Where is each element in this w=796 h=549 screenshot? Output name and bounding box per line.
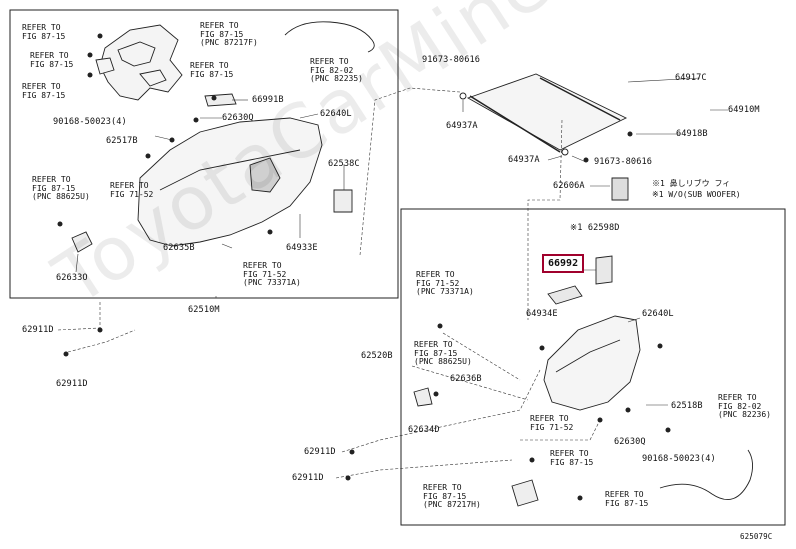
refer-to-fig-71-52-pnc-73371a: REFER TO FIG 71-52 (PNC 73371A) (243, 261, 301, 288)
part-91673-80616[interactable]: 91673-80616 (422, 55, 481, 65)
part-62538c[interactable]: 62538C (328, 159, 360, 169)
part-64937a[interactable]: 64937A (508, 155, 540, 165)
part-62911d[interactable]: 62911D (56, 379, 88, 389)
part-62634d[interactable]: 62634D (408, 425, 440, 435)
part-62640l[interactable]: 62640L (320, 109, 352, 119)
refer-to-fig-87-15: REFER TO FIG 87-15 (22, 23, 66, 41)
left-wire-drawing (284, 21, 375, 53)
side-trim-panel-drawing (71, 93, 353, 253)
fastener-dots (57, 33, 671, 501)
part-64933e[interactable]: 64933E (286, 243, 318, 253)
refer-to-fig-87-15: REFER TO FIG 87-15 (22, 82, 66, 100)
part-64934e[interactable]: 64934E (526, 309, 558, 319)
note-1-without-sub-woofer: ※1 W/O(SUB WOOFER) (652, 190, 741, 199)
refer-to-fig-71-52-pnc-73371a: REFER TO FIG 71-52 (PNC 73371A) (416, 270, 474, 297)
part-62911d[interactable]: 62911D (304, 447, 336, 457)
refer-to-fig-87-15: REFER TO FIG 87-15 (550, 449, 594, 467)
refer-to-fig-87-15-pnc-88625u: REFER TO FIG 87-15 (PNC 88625U) (414, 340, 472, 367)
right-assembly-frame (400, 208, 786, 526)
tonneau-cover-drawing (459, 73, 629, 201)
part-90168-50023[interactable]: 90168-50023(4) (53, 117, 127, 127)
refer-to-fig-87-15-pnc-87217h: REFER TO FIG 87-15 (PNC 87217H) (423, 483, 481, 510)
part-62606a[interactable]: 62606A (553, 181, 585, 191)
right-trim-panel-drawing (413, 255, 641, 507)
part-64917c[interactable]: 64917C (675, 73, 707, 83)
refer-to-fig-87-15: REFER TO FIG 87-15 (190, 61, 234, 79)
refer-to-fig-87-15: REFER TO FIG 87-15 (605, 490, 649, 508)
diagram-id: 625079C (740, 532, 773, 541)
part-62640l[interactable]: 62640L (642, 309, 674, 319)
part-90168-50023[interactable]: 90168-50023(4) (642, 454, 716, 464)
refer-to-fig-82-02-pnc-82235: REFER TO FIG 82-02 (PNC 82235) (310, 57, 363, 84)
dashed-connectors (57, 87, 601, 479)
part-64918b[interactable]: 64918B (676, 129, 708, 139)
refer-to-fig-87-15-pnc-87217f: REFER TO FIG 87-15 (PNC 87217F) (200, 21, 258, 48)
refer-to-fig-87-15-pnc-88625u: REFER TO FIG 87-15 (PNC 88625U) (32, 175, 90, 202)
part-62911d[interactable]: 62911D (22, 325, 54, 335)
refer-to-fig-71-52: REFER TO FIG 71-52 (530, 414, 574, 432)
part-64937a[interactable]: 64937A (446, 121, 478, 131)
part-62518b[interactable]: 62518B (671, 401, 703, 411)
part-62510m[interactable]: 62510M (188, 305, 220, 315)
refer-to-fig-82-02-pnc-82236: REFER TO FIG 82-02 (PNC 82236) (718, 393, 771, 420)
upper-bracket-drawing (95, 24, 183, 101)
leader-lines (75, 77, 728, 406)
part-91673-80616[interactable]: 91673-80616 (594, 157, 653, 167)
right-wire-drawing (659, 449, 753, 500)
part-62598d[interactable]: ※1 62598D (570, 223, 620, 233)
part-62911d[interactable]: 62911D (292, 473, 324, 483)
part-62633o[interactable]: 62633O (56, 273, 88, 283)
part-66991b[interactable]: 66991B (252, 95, 284, 105)
part-62517b[interactable]: 62517B (106, 136, 138, 146)
part-62630q[interactable]: 62630Q (222, 113, 254, 123)
left-assembly-frame (9, 9, 399, 299)
refer-to-fig-71-52: REFER TO FIG 71-52 (110, 181, 154, 199)
note-1: ※1 鼻しリブウ フィ (652, 179, 731, 188)
part-62635b[interactable]: 62635B (163, 243, 195, 253)
part-64910m[interactable]: 64910M (728, 105, 760, 115)
part-62520b[interactable]: 62520B (361, 351, 393, 361)
refer-to-fig-87-15: REFER TO FIG 87-15 (30, 51, 74, 69)
part-62630q[interactable]: 62630Q (614, 437, 646, 447)
part-62636b[interactable]: 62636B (450, 374, 482, 384)
highlighted-part-66992[interactable]: 66992 (542, 254, 585, 273)
